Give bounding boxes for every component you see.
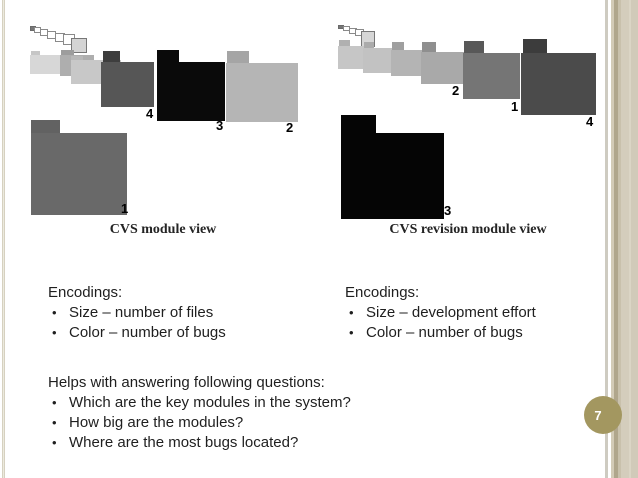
folder-label-3: 3: [216, 118, 224, 133]
module-folder-small-c-tab: [71, 56, 83, 61]
module-folder-4-tab: [103, 51, 120, 62]
revision-folder-1: [463, 53, 520, 99]
bullet-dot: •: [349, 305, 354, 320]
bullet-text: Size – number of files: [69, 304, 214, 321]
module-folder-2-tab: [227, 51, 249, 63]
revision-folder-1-tab: [464, 41, 484, 53]
bullet-text: Which are the key modules in the system?: [69, 394, 351, 411]
revision-folder-2: [421, 52, 464, 84]
folder-label-4: 4: [586, 114, 594, 129]
list-item: • Which are the key modules in the syste…: [48, 393, 388, 413]
revision-folder-small-b: [363, 48, 392, 73]
folder-label-2: 2: [452, 83, 460, 98]
module-folder-1: [31, 133, 127, 215]
folder-label-1: 1: [511, 99, 519, 114]
diagram-caption-module-view: CVS module view: [109, 222, 217, 237]
bullet-dot: •: [52, 435, 57, 450]
folder-label-3: 3: [444, 203, 452, 218]
folder-label-4: 4: [146, 106, 154, 121]
revision-folder-3: [341, 133, 444, 219]
list-item: • How big are the modules?: [48, 413, 388, 433]
questions-block: Helps with answering following questions…: [48, 373, 388, 453]
left-border-decoration: [0, 0, 6, 478]
list-item: • Size – development effort: [345, 303, 595, 323]
revision-folder-2-tab: [422, 42, 436, 52]
bullet-dot: •: [52, 305, 57, 320]
revision-folder-small-c-tab: [392, 42, 404, 50]
bullet-dot: •: [52, 395, 57, 410]
encodings-left-title: Encodings:: [48, 284, 123, 301]
module-folder-3: [157, 62, 225, 121]
bullet-text: Size – development effort: [366, 304, 536, 321]
module-folder-4: [101, 62, 154, 107]
page-number: 7: [594, 407, 602, 423]
revision-folder-4: [521, 53, 596, 115]
encodings-left-block: Encodings: • Size – number of files • Co…: [48, 283, 328, 343]
encodings-right-title: Encodings:: [345, 284, 420, 301]
revision-folder-small-b-tab: [364, 42, 374, 48]
mini-folder: [71, 38, 87, 53]
revision-folder-small-c: [391, 50, 422, 76]
folder-label-1: 1: [121, 201, 129, 216]
encodings-right-block: Encodings: • Size – development effort •…: [345, 283, 595, 343]
revision-folder-4-tab: [523, 39, 547, 53]
bullet-dot: •: [52, 325, 57, 340]
module-folder-2: [226, 63, 298, 122]
bullet-dot: •: [349, 325, 354, 340]
module-folder-1-tab: [31, 120, 60, 134]
diagram-caption-revision-module-view: CVS revision module view: [389, 222, 547, 237]
list-item: • Where are the most bugs located?: [48, 433, 388, 453]
list-item: • Size – number of files: [48, 303, 328, 323]
folder-label-2: 2: [286, 120, 294, 135]
bullet-text: Color – number of bugs: [69, 324, 226, 341]
questions-title: Helps with answering following questions…: [48, 374, 325, 391]
revision-folder-3-tab: [341, 115, 376, 133]
bullet-text: How big are the modules?: [69, 414, 244, 431]
revision-folder-small-a: [338, 46, 366, 69]
module-folder-small-b-tab: [61, 50, 74, 55]
bullet-dot: •: [52, 415, 57, 430]
list-item: • Color – number of bugs: [48, 323, 328, 343]
module-folder-small-a: [30, 55, 60, 74]
page-number-badge: 7: [584, 396, 622, 434]
module-folder-3-tab: [157, 50, 179, 63]
list-item: • Color – number of bugs: [345, 323, 595, 343]
bullet-text: Where are the most bugs located?: [69, 434, 299, 451]
revision-folder-small-a-tab: [339, 40, 350, 46]
module-folder-small-a-tab: [31, 51, 40, 55]
bullet-text: Color – number of bugs: [366, 324, 523, 341]
